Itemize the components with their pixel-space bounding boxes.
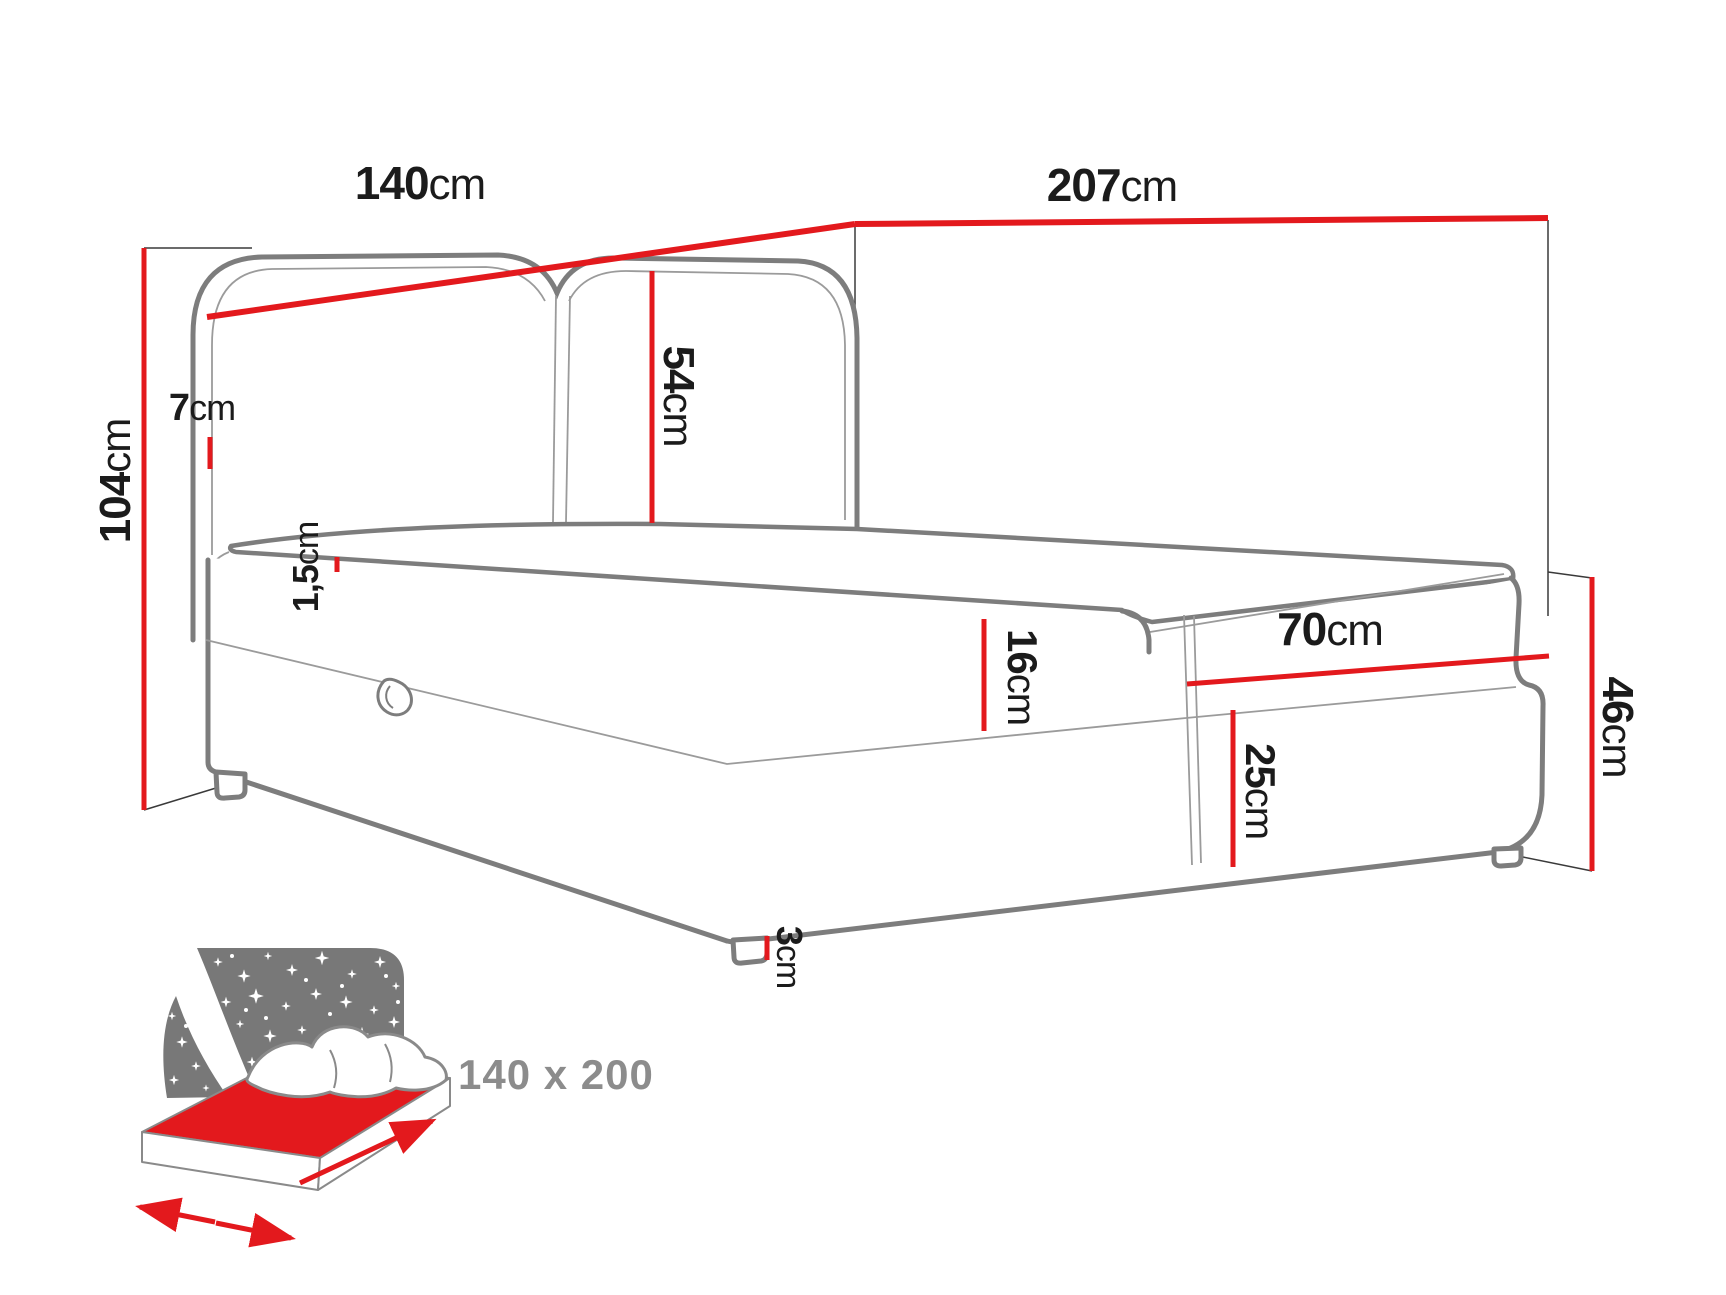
dimension-unit: cm [288,521,326,566]
dimension-unit: cm [1237,787,1281,840]
width-arrow [215,1212,296,1248]
box-seams [205,614,1517,866]
front-foot [730,935,770,966]
dimension-value: 207 [1046,159,1122,211]
dimension-value: 25 [1237,742,1284,788]
dimension-unit: cm [428,160,487,209]
width-dimension-line [206,221,856,320]
bed-feet [213,769,1524,966]
dimension-value: 3 [769,925,810,945]
dimension-lines [141,215,1595,960]
headboard-outline [190,252,860,643]
dimension-unit: cm [1594,723,1641,778]
icon-size-arrows [135,1118,437,1248]
icon-mattress-sides [141,1077,451,1191]
storage-handle [376,677,413,717]
dimension-unit: cm [1326,606,1384,655]
bed-size-icon [135,948,451,1248]
bed-line-drawing [190,252,1546,966]
dimension-unit: cm [769,944,807,989]
dimension-value: 16 [999,628,1046,674]
dimension-unit: cm [1120,162,1179,211]
icon-headboard-sliver [163,996,228,1098]
length-arrow [298,1118,437,1186]
rear-foot [1491,845,1524,869]
storage-depth-dimension-line [1186,653,1550,687]
dimension-value: 104 [91,472,140,544]
size-caption: 140 x 200 [458,1051,654,1098]
mattress-top-surface [227,521,1516,625]
dimension-value: 46 [1593,676,1642,724]
left-foot [213,769,248,801]
dimension-value: 70 [1277,603,1327,655]
dimension-unit: cm [189,387,236,428]
dimension-unit: cm [999,673,1043,726]
icon-duvet [245,1025,448,1099]
width-arrow [135,1197,216,1233]
length-dimension-line [854,215,1549,227]
dimension-value: 7 [168,387,190,429]
icon-duvet-folds [329,1043,393,1089]
dimension-value: 54 [654,345,703,393]
dimension-value: 1,5 [285,565,326,613]
dimension-value: 140 [354,157,430,209]
headboard-cushion-seams [211,266,846,555]
dimension-unit: cm [655,392,702,447]
